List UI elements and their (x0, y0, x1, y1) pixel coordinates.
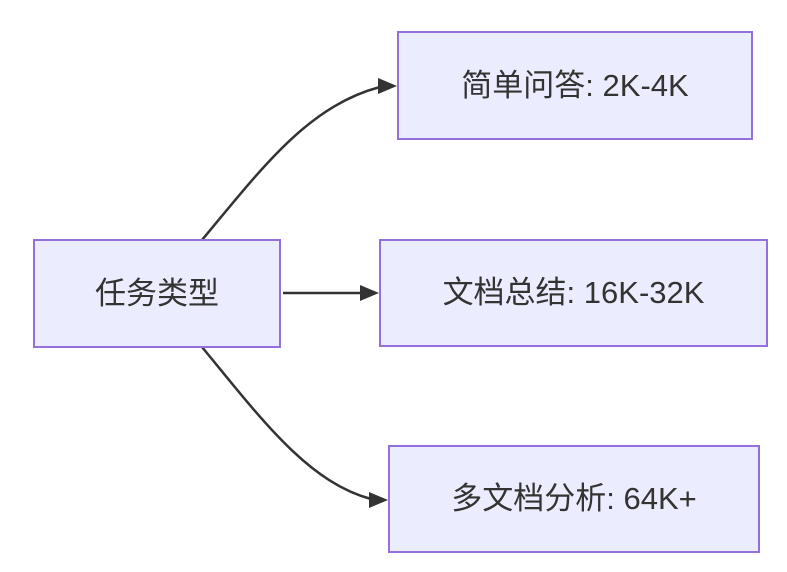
edge-root-to-multi-doc (201, 346, 372, 501)
node-multi-doc-analysis: 多文档分析: 64K+ (388, 445, 760, 553)
edge-root-to-simple-qa (201, 85, 381, 241)
node-task-type: 任务类型 (33, 239, 281, 348)
node-simple-qa-label: 简单问答: 2K-4K (461, 67, 689, 103)
node-doc-summary: 文档总结: 16K-32K (379, 239, 768, 347)
node-simple-qa: 简单问答: 2K-4K (397, 31, 753, 140)
node-doc-summary-label: 文档总结: 16K-32K (442, 275, 705, 311)
node-multi-doc-analysis-label: 多文档分析: 64K+ (451, 481, 697, 517)
arrowhead-icon (360, 285, 379, 301)
node-task-type-label: 任务类型 (95, 275, 219, 311)
arrowhead-icon (378, 78, 397, 94)
arrowhead-icon (369, 492, 388, 508)
